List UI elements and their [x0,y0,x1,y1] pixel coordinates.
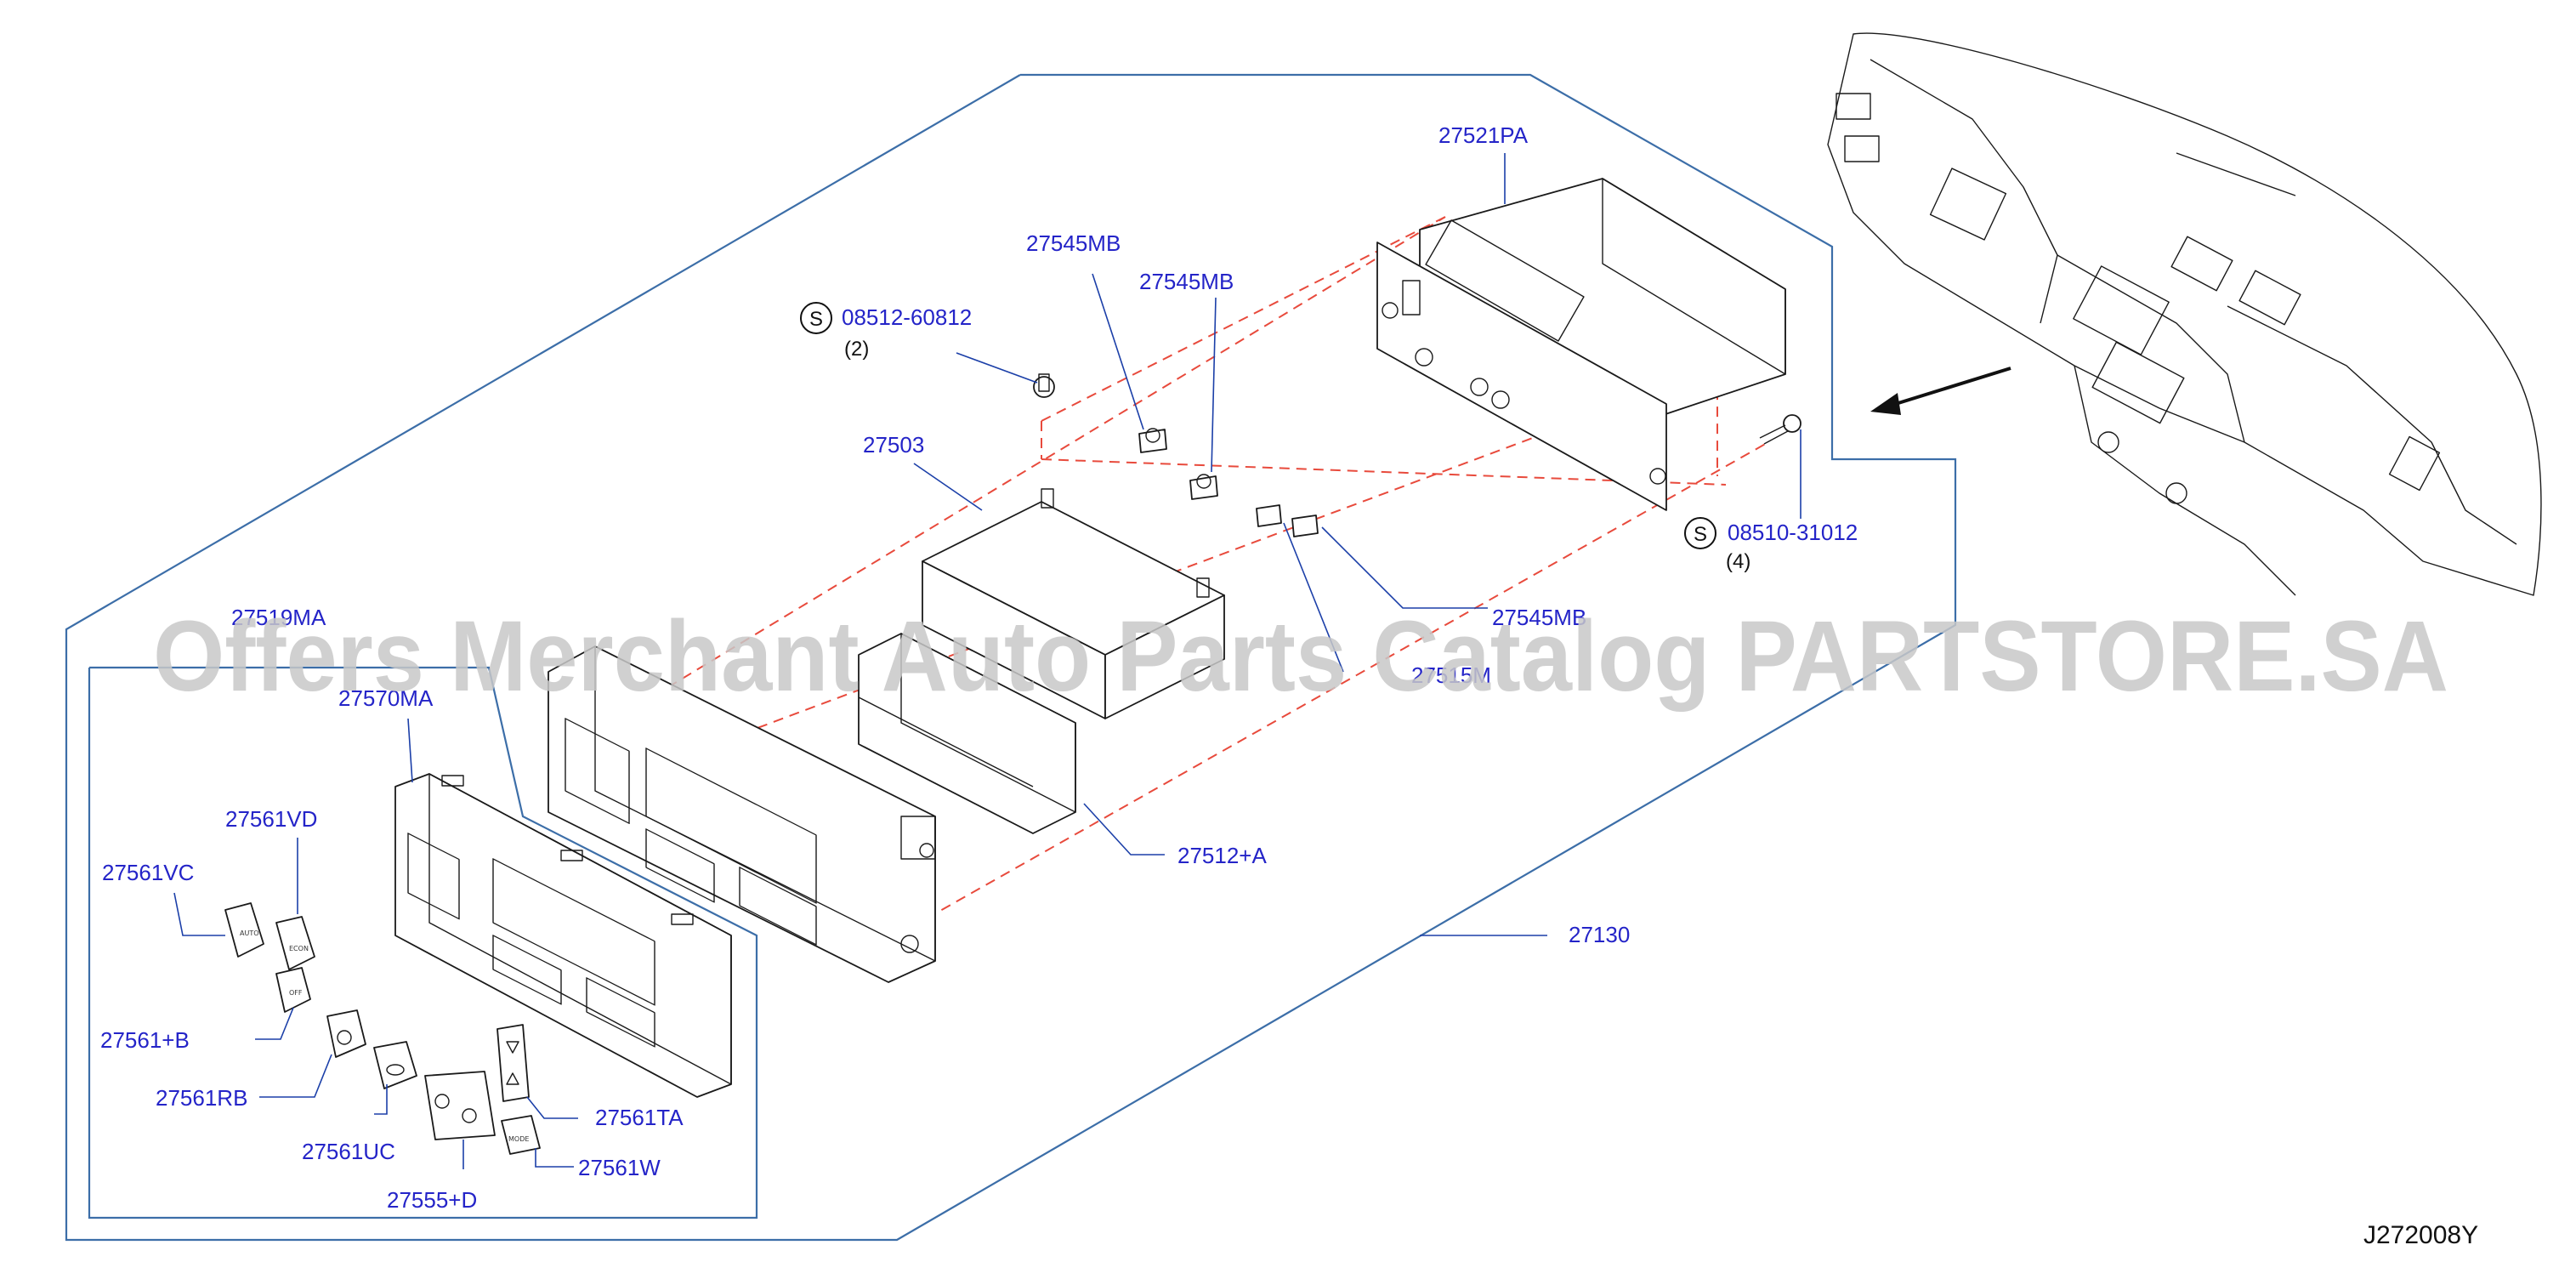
callout-27561W: 27561W [578,1155,661,1180]
button-off-text: OFF [289,989,303,997]
callout-27519MA: 27519MA [231,605,326,630]
callouts: 27521PA 27545MB 27545MB S 08512-60812 (2… [100,122,1858,1213]
callout-27570MA: 27570MA [338,685,434,711]
location-arrow [1870,367,2011,415]
callout-08510-31012: 08510-31012 [1728,520,1858,545]
main-control-27519MA [548,645,936,983]
watermark-text: Offers Merchant Auto Parts Catalog PARTS… [153,600,2448,713]
bezel-27570MA [394,773,732,1098]
button-mode: MODE [501,1115,541,1155]
callout-27555-D: 27555+D [387,1187,477,1213]
assembly-outline [65,73,1957,1242]
standard-symbol-2-text: S [1694,523,1707,546]
panel-subassembly-outline [88,666,758,1219]
clip-27545MB-b [1189,474,1218,500]
callout-27130: 27130 [1569,922,1630,947]
callout-27515M: 27515M [1411,662,1491,688]
button-uc [373,1041,417,1089]
callout-27503: 27503 [863,432,924,458]
callout-27561VC: 27561VC [102,860,194,885]
standard-symbol-1-text: S [809,308,823,331]
callout-27512-A: 27512+A [1177,843,1267,868]
callout-27561VD: 27561VD [225,806,317,832]
button-fan [424,1071,496,1140]
button-econ-text: ECON [289,945,309,952]
screw-08512 [1033,373,1055,398]
button-mode-text: MODE [508,1135,529,1143]
control-unit-27503 [922,488,1225,719]
callout-27545MB-b: 27545MB [1139,269,1234,294]
button-auto: AUTO [224,902,264,958]
screw-08510 [1759,414,1801,445]
button-auto-text: AUTO [240,929,259,937]
clip-27545MB-a [1138,428,1167,453]
callout-27561-B: 27561+B [100,1027,190,1053]
button-rb [326,1009,366,1058]
button-temp [496,1024,530,1102]
button-econ: ECON [275,916,315,970]
callout-27561TA: 27561TA [595,1105,684,1130]
leader-lines [173,153,1801,1169]
standard-symbol-2 [1684,517,1716,549]
callout-27521PA: 27521PA [1438,122,1529,148]
qty-08512-60812: (2) [844,338,869,361]
figure-code: J272008Y [2363,1221,2478,1249]
panel-frame-27512 [858,633,1076,834]
callout-27545MB-c: 27545MB [1492,605,1586,630]
callout-27561UC: 27561UC [302,1139,395,1164]
bracket-27521PA [1376,178,1786,511]
callout-27545MB-a: 27545MB [1026,230,1121,256]
dashboard-locator [1827,32,2542,596]
button-off: OFF [275,967,311,1013]
clip-27545MB-c [1256,504,1319,537]
qty-08510-31012: (4) [1726,550,1750,573]
callout-08512-60812: 08512-60812 [842,304,972,330]
callout-27561RB: 27561RB [156,1085,247,1111]
standard-symbol-1 [800,302,832,334]
